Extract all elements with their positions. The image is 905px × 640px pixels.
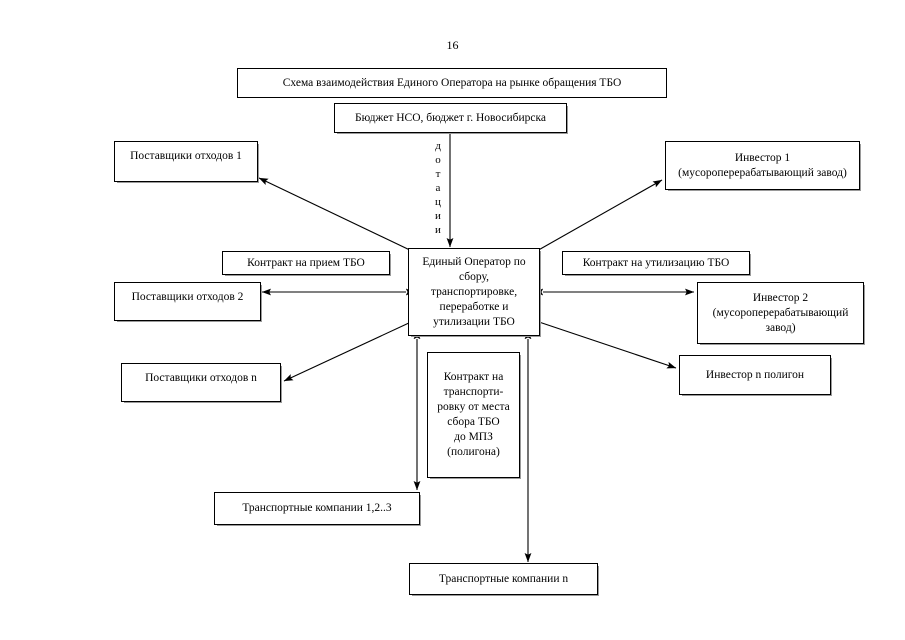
contract-transport-box: Контракт на транспорти- ровку от места с… [427, 352, 520, 478]
supplier-n-box: Поставщики отходов n [121, 363, 281, 402]
arrow-center-suppliers-1 [258, 177, 423, 256]
contract-intake-text: Контракт на прием ТБО [247, 256, 365, 269]
supplier-1-box: Поставщики отходов 1 [114, 141, 258, 182]
investor-n-text: Инвестор n полигон [705, 368, 805, 381]
central-operator-text: Единый Оператор по сбору, транспортировк… [422, 255, 526, 328]
subsidy-letter-3: т [435, 168, 441, 180]
transport-companies-123-box: Транспортные компании 1,2..3 [214, 492, 420, 525]
title-text: Схема взаимодействия Единого Оператора н… [282, 76, 622, 89]
contract-disposal-text: Контракт на утилизацию ТБО [582, 256, 730, 269]
central-operator-box: Единый Оператор по сбору, транспортировк… [408, 248, 540, 336]
subsidy-letter-2: о [435, 154, 441, 166]
supplier-2-text: Поставщики отходов 2 [131, 291, 244, 303]
transport-companies-n-text: Транспортные компании n [438, 572, 569, 585]
investor-1-box: Инвестор 1 (мусороперерабатывающий завод… [665, 141, 860, 190]
subsidy-letter-4: а [435, 182, 441, 194]
investor-2-text: Инвестор 2 (мусороперерабатывающий завод… [712, 291, 849, 334]
budget-box: Бюджет НСО, бюджет г. Новосибирска [334, 103, 567, 133]
transport-companies-n-box: Транспортные компании n [409, 563, 598, 595]
transport-companies-123-text: Транспортные компании 1,2..3 [242, 502, 392, 514]
arrow-center-investor-n [530, 318, 677, 369]
budget-text: Бюджет НСО, бюджет г. Новосибирска [354, 111, 547, 124]
subsidy-letter-1: д [435, 140, 441, 152]
investor-1-text: Инвестор 1 (мусороперерабатывающий завод… [678, 151, 847, 179]
investor-n-box: Инвестор n полигон [679, 355, 831, 395]
subsidy-label: д о т а ц и и [431, 139, 445, 237]
subsidy-letter-6: и [435, 210, 441, 222]
supplier-n-text: Поставщики отходов n [145, 372, 257, 384]
supplier-2-box: Поставщики отходов 2 [114, 282, 261, 321]
supplier-1-text: Поставщики отходов 1 [130, 150, 242, 162]
arrow-center-suppliers-n [283, 318, 420, 382]
subsidy-letter-7: и [435, 224, 441, 236]
contract-disposal-box: Контракт на утилизацию ТБО [562, 251, 750, 275]
subsidy-letter-5: ц [435, 196, 441, 208]
page-number: 16 [446, 38, 459, 52]
arrow-center-investor-1 [527, 179, 663, 257]
contract-transport-text: Контракт на транспорти- ровку от места с… [437, 371, 510, 458]
title-box: Схема взаимодействия Единого Оператора н… [237, 68, 667, 98]
investor-2-box: Инвестор 2 (мусороперерабатывающий завод… [697, 282, 864, 344]
contract-intake-box: Контракт на прием ТБО [222, 251, 390, 275]
